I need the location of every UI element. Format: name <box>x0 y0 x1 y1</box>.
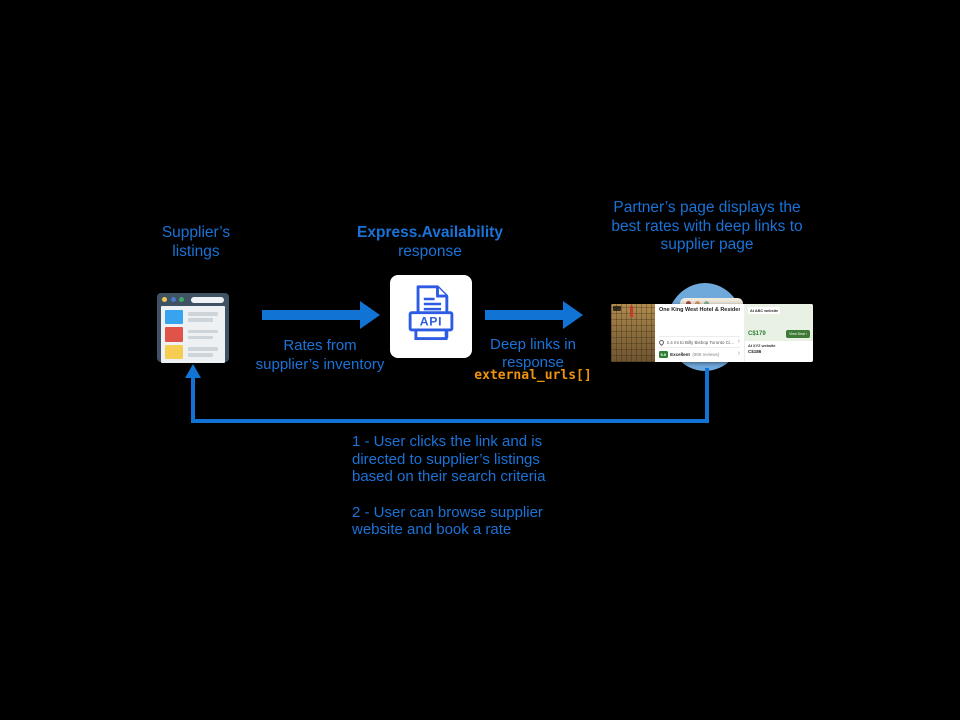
rates-arrow-shaft <box>262 310 360 320</box>
offer2-site: At XYZ website <box>748 343 776 348</box>
partner-title-line2: best rates with deep links to <box>611 217 803 235</box>
api-title-line2: response <box>398 243 462 260</box>
tab-dot-red-icon <box>686 301 691 306</box>
location-pin-icon <box>659 338 666 346</box>
browser-titlebar <box>157 293 229 306</box>
deeplinks-label-line1: Deep links in <box>490 336 576 353</box>
rates-panel: At ABC website C$179 View Deal › At XYZ … <box>744 304 813 362</box>
listing-thumb-red <box>165 327 183 342</box>
note-step1: 1 - User clicks the link and is directed… <box>352 433 592 486</box>
note1-line2: directed to supplier’s listings <box>352 450 540 468</box>
deeplinks-arrow-head-icon <box>563 301 583 329</box>
rates-arrow-head-icon <box>360 301 380 329</box>
listing-row <box>165 310 221 325</box>
listing-row <box>165 344 221 359</box>
window-dot-green-icon <box>179 297 184 302</box>
deeplinks-arrow-shaft <box>485 310 563 320</box>
api-file-icon: API <box>390 275 472 358</box>
view-deal-button: View Deal › <box>786 330 810 338</box>
partner-title: Partner’s page displays the best rates w… <box>600 199 814 255</box>
listing-thumb-blue <box>165 310 183 325</box>
rates-label-line1: Rates from <box>283 337 357 354</box>
flow-notes: 1 - User clicks the link and is directed… <box>352 433 592 539</box>
api-file-glyph: API <box>408 284 454 340</box>
deeplinks-label-line2: response <box>502 354 564 371</box>
best-offer: At ABC website C$179 View Deal › <box>745 304 813 341</box>
partner-title-line1: Partner’s page displays the <box>613 199 801 216</box>
partner-browser-tab <box>680 298 743 309</box>
browser-window-icon <box>157 293 229 363</box>
photo-count-chip <box>613 306 621 311</box>
supplier-title: Supplier’s listings <box>136 223 256 261</box>
browser-content <box>161 306 225 363</box>
external-urls-code: external_urls[] <box>474 368 592 383</box>
return-line-left-vertical <box>191 378 195 423</box>
api-icon-label: API <box>420 314 443 328</box>
tab-dot-orange-icon <box>695 301 700 306</box>
rating-badge: 9.0 <box>659 350 668 358</box>
alt-offer: At XYZ website C$186 <box>745 341 813 357</box>
location-row: 2.4 mi to Billy Bishop Toronto City Airp… <box>659 336 740 347</box>
note-step2: 2 - User can browse supplier website and… <box>352 504 592 539</box>
note2-line2: website and book a rate <box>352 521 512 538</box>
listing-thumb-yellow <box>165 344 183 359</box>
hotel-photo-thumbnail <box>611 304 655 362</box>
listing-row <box>165 327 221 342</box>
offer2-price: C$186 <box>748 349 762 354</box>
api-title-line1: Express.Availability <box>357 224 503 241</box>
return-arrow-up-icon <box>185 364 201 378</box>
flag-icon <box>630 306 633 317</box>
tab-dot-green-icon <box>704 301 709 306</box>
return-line-right-vertical <box>705 368 709 423</box>
api-title: Express.Availability response <box>350 223 510 261</box>
rating-row: 9.0 Excellent (908 reviews) <box>659 347 740 360</box>
hotel-listing-card: One King West Hotel & Residence 2.4 mi t… <box>611 304 813 362</box>
note1-line3: based on their search criteria <box>352 468 546 485</box>
window-dot-yellow-icon <box>162 297 167 302</box>
offer1-site: At ABC website <box>748 307 781 314</box>
window-dot-blue-icon <box>170 297 176 302</box>
chevron-right-icon <box>738 340 740 344</box>
hotel-info-section: One King West Hotel & Residence 2.4 mi t… <box>655 304 744 362</box>
supplier-title-line1: Supplier’s <box>161 224 231 241</box>
deeplinks-arrow-label: Deep links in response <box>455 336 611 372</box>
note2-line1: 2 - User can browse supplier <box>352 503 543 521</box>
hotel-name: One King West Hotel & Residence <box>659 307 740 313</box>
rating-reviews: (908 reviews) <box>692 351 720 357</box>
address-bar <box>190 296 224 303</box>
rating-label: Excellent <box>670 351 690 357</box>
location-text: 2.4 mi to Billy Bishop Toronto City Airp… <box>666 339 736 345</box>
partner-title-line3: supplier page <box>660 236 754 253</box>
return-line-bottom <box>191 419 709 423</box>
supplier-title-line2: listings <box>172 243 220 260</box>
rates-arrow-label: Rates from supplier’s inventory <box>240 336 400 374</box>
note1-line1: 1 - User clicks the link and is <box>352 433 543 450</box>
rates-label-line2: supplier’s inventory <box>255 356 385 373</box>
offer1-price: C$179 <box>748 331 766 337</box>
chevron-right-icon <box>738 352 740 356</box>
